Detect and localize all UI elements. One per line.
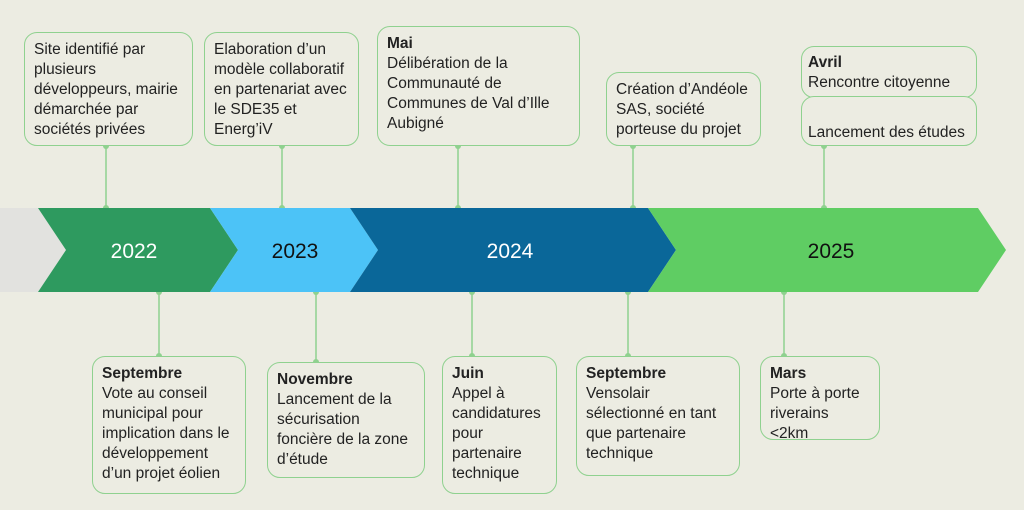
event-text: Vensolair sélectionné en tant que parten…	[586, 385, 717, 462]
timeline-segment-2025	[648, 208, 1006, 292]
event-text: Délibération de la Communauté de Commune…	[387, 55, 550, 132]
year-label-2025: 2025	[808, 240, 855, 263]
event-box-above-5a: Avril Rencontre citoyenne	[801, 46, 977, 98]
event-month: Novembre	[277, 371, 353, 388]
event-box-below-2: Novembre Lancement de la sécurisation fo…	[267, 362, 425, 478]
event-text: Elaboration d’un modèle collaboratif en …	[214, 41, 347, 138]
timeline-lead-segment	[0, 208, 66, 292]
year-label-2024: 2024	[487, 240, 534, 263]
event-box-above-2: Elaboration d’un modèle collaboratif en …	[204, 32, 359, 146]
event-text: Site identifié par plusieurs développeur…	[34, 41, 178, 138]
event-month: Mars	[770, 365, 807, 382]
timeline-segment-2023	[210, 208, 378, 292]
event-box-above-3: Mai Délibération de la Communauté de Com…	[377, 26, 580, 146]
event-box-above-1: Site identifié par plusieurs développeur…	[24, 32, 193, 146]
event-month: Septembre	[102, 365, 183, 382]
event-text: Création d’Andéole SAS, société porteuse…	[616, 81, 748, 138]
event-box-below-5: Mars Porte à porte riverains <2km	[760, 356, 880, 442]
event-text: Rencontre citoyenne	[808, 74, 951, 91]
event-box-above-4: Création d’Andéole SAS, société porteuse…	[606, 72, 761, 146]
event-month: Septembre	[586, 365, 667, 382]
event-text: Vote au conseil municipal pour implicati…	[102, 385, 230, 482]
event-month: Avril	[808, 54, 842, 71]
event-text: Appel à candidatures pour partenaire tec…	[452, 385, 541, 482]
event-text: Lancement des études	[808, 124, 965, 141]
year-label-2023: 2023	[272, 240, 319, 263]
event-box-below-3: Juin Appel à candidatures pour partenair…	[442, 356, 557, 494]
event-box-below-4: Septembre Vensolair sélectionné en tant …	[576, 356, 740, 476]
event-text: Lancement de la sécurisation foncière de…	[277, 391, 408, 468]
event-text: Porte à porte riverains <2km	[770, 385, 860, 442]
event-month: Juin	[452, 365, 484, 382]
timeline-segment-2022	[38, 208, 238, 292]
event-month: Mai	[387, 35, 413, 52]
event-box-below-1: Septembre Vote au conseil municipal pour…	[92, 356, 246, 494]
year-label-2022: 2022	[111, 240, 158, 263]
event-box-above-5b: Lancement des études	[801, 96, 977, 146]
timeline-segment-2024	[350, 208, 676, 292]
